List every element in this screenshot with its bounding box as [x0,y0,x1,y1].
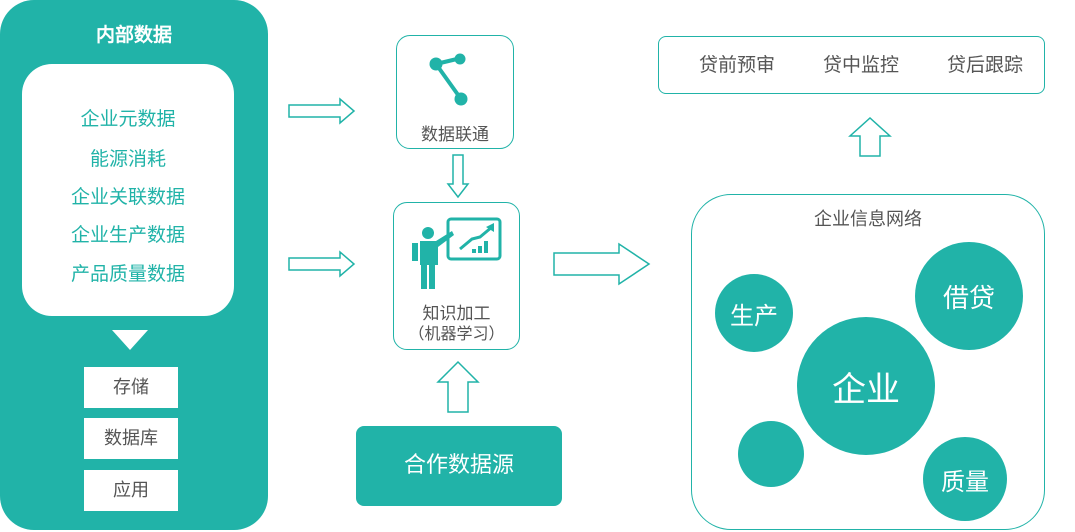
arrow-right-icon [288,97,356,125]
down-triangle-icon [112,330,148,350]
pre-loan-review: 贷前预审 [699,54,776,76]
share-icon [429,53,468,106]
arrow-up-icon [436,360,480,413]
unlabeled-node [738,421,804,487]
enterprise-network-box: 企业信息网络 [691,194,1045,530]
database-box: 数据库 [84,418,178,459]
knowledge-processing-box: 知识加工 （机器学习） [393,202,520,350]
data-link-label: 数据联通 [421,125,489,145]
internal-data-title: 内部数据 [95,24,172,46]
internal-data-item: 企业关联数据 [70,186,185,208]
data-link-box: 数据联通 [396,35,514,149]
post-loan-tracking: 贷后跟踪 [947,54,1024,76]
application-box: 应用 [84,470,178,511]
internal-data-item: 企业元数据 [80,108,176,130]
enterprise-network-title: 企业信息网络 [814,209,922,230]
arrow-up-icon [848,116,892,157]
in-loan-monitoring: 贷中监控 [823,54,900,76]
storage-box: 存储 [84,367,178,408]
internal-data-item: 产品质量数据 [70,263,185,285]
loan-stages-box: 贷前预审 贷中监控 贷后跟踪 [658,36,1045,94]
production-node: 生产 [715,274,793,352]
internal-data-item: 企业生产数据 [70,224,185,246]
arrow-right-icon [288,250,356,278]
enterprise-node: 企业 [797,317,935,455]
arrow-right-icon [553,242,651,286]
arrow-down-icon [446,154,470,199]
internal-data-list: 企业元数据 能源消耗 企业关联数据 企业生产数据 产品质量数据 [22,64,234,316]
presenter-chart-icon [412,217,502,289]
machine-learning-label: （机器学习） [408,324,505,343]
quality-node: 质量 [923,437,1007,521]
loan-node: 借贷 [915,242,1023,350]
knowledge-processing-label: 知识加工 [422,304,491,324]
partner-data-source: 合作数据源 [356,426,562,506]
internal-data-panel: 内部数据 企业元数据 能源消耗 企业关联数据 企业生产数据 产品质量数据 存储 … [0,0,268,530]
internal-data-item: 能源消耗 [89,148,166,170]
